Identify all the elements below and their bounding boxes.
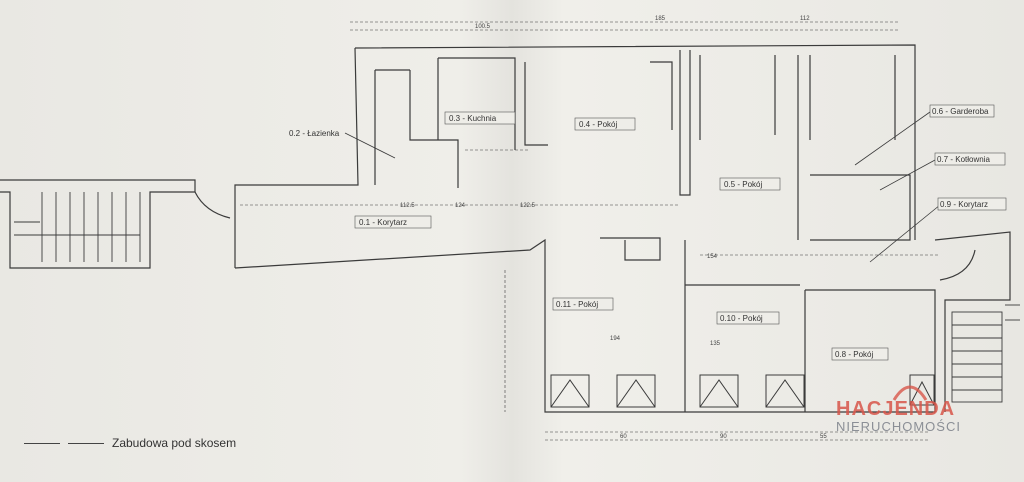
label-pokoj5: 0.5 - Pokój [724,180,762,189]
house-logo-icon [892,385,928,401]
dim-4: 194 [610,336,621,342]
dim-7: 100.5 [475,24,491,30]
wall-room4 [524,61,673,146]
outer-wall-corridor-bottom [234,238,935,413]
label-kotlownia: 0.7 - Kotłownia [937,155,990,164]
label-kuchnia: 0.3 - Kuchnia [449,114,497,123]
label-garderoba: 0.6 - Garderoba [932,107,989,116]
outer-wall-left-upper [234,47,359,268]
door-arc-entry [194,191,231,219]
wall-kitchen [437,57,516,150]
brand-sub: NIERUCHOMOŚCI [836,419,961,434]
dim-11: 90 [720,434,727,440]
outer-wall-top [354,44,916,240]
dim-10: 60 [620,434,627,440]
dimension-lines [240,21,940,441]
stair-outline [0,179,196,269]
label-korytarz: 0.1 - Korytarz [359,218,407,227]
dim-5: 135 [710,341,721,347]
label-pokoj11: 0.11 - Pokój [556,300,598,309]
dim-8: 185 [655,16,666,22]
brand-name: HACJENDA [836,398,956,420]
watermark-logo: HACJENDA NIERUCHOMOŚCI [836,398,961,434]
wall-room5 [699,55,799,240]
stair-right [951,304,1020,403]
label-pokoj8: 0.8 - Pokój [835,350,873,359]
wall-spine [679,50,691,412]
dim-6: 154 [707,254,718,260]
label-pokoj10: 0.10 - Pokój [720,314,763,323]
dim-3: 122.5 [520,203,536,209]
wall-room11 [600,237,661,261]
dim-12: 55 [820,434,827,440]
label-lazienka: 0.2 - Łazienka [289,129,340,138]
wall-corridor9 [934,231,1011,412]
legend-dash-icon [24,442,60,444]
dim-9: 112 [800,16,810,22]
legend-dash-icon-2 [68,442,104,444]
skylights [550,374,935,408]
legend: Zabudowa pod skosem [24,436,236,450]
wall-room8 [804,289,936,412]
label-korytarz9: 0.9 - Korytarz [940,200,988,209]
dim-1: 112.5 [400,203,415,209]
stair-treads [14,192,141,262]
wall-bathroom [374,69,459,188]
dim-2: 124 [455,203,466,209]
leader-lines [344,111,941,263]
door-arc-room8 [939,249,976,281]
label-pokoj4: 0.4 - Pokój [579,120,617,129]
legend-text: Zabudowa pod skosem [112,436,237,450]
wall-right [809,55,911,241]
